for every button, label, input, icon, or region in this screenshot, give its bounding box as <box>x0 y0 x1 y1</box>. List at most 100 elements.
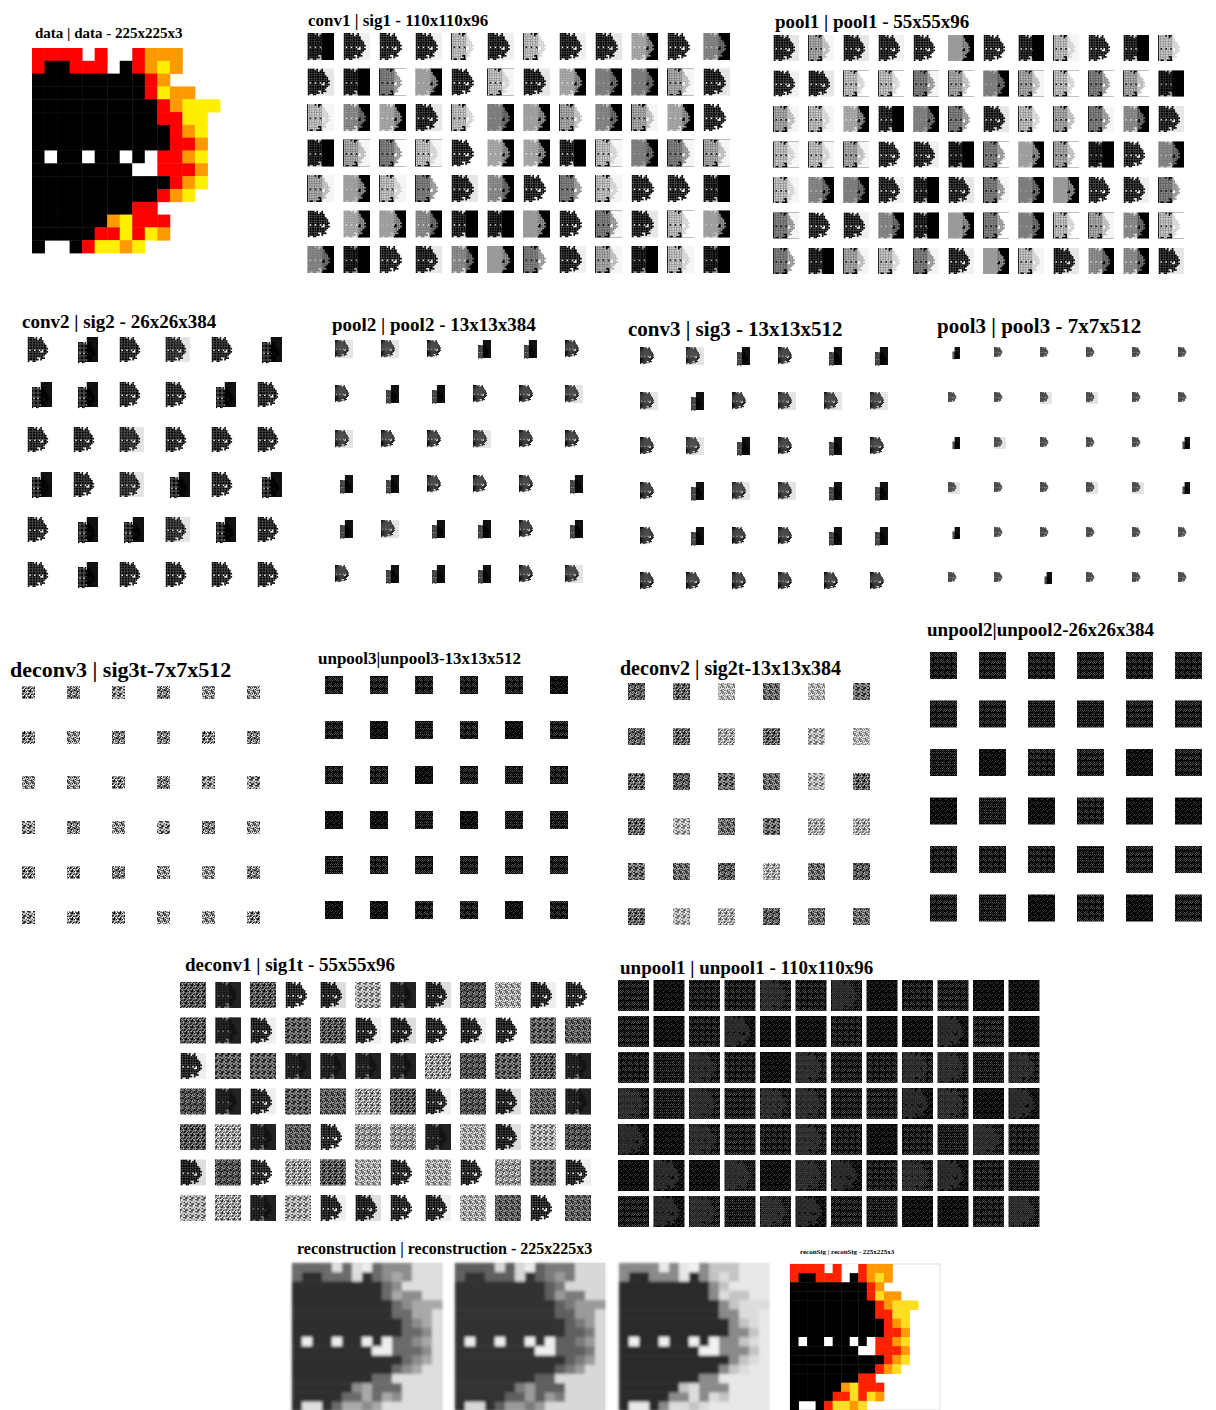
feature-map <box>948 35 974 61</box>
silhouette <box>560 246 582 273</box>
feature-map <box>1158 106 1184 132</box>
silhouette <box>1019 213 1040 239</box>
feature-map <box>495 1018 521 1044</box>
silhouette <box>427 340 441 357</box>
feature-map <box>530 982 556 1008</box>
pixel <box>412 1309 422 1319</box>
feature-map <box>1018 142 1044 168</box>
pixel <box>312 1282 322 1292</box>
feature-map <box>427 430 441 447</box>
pixel <box>82 163 95 176</box>
feature-map <box>355 1018 381 1044</box>
silhouette <box>258 427 278 452</box>
feature-map <box>119 427 144 452</box>
silhouette <box>524 246 546 273</box>
pixel <box>302 1291 312 1301</box>
pixel <box>95 202 108 215</box>
feature-map <box>948 482 960 494</box>
pixel <box>132 112 145 125</box>
pixel <box>82 112 95 125</box>
image <box>292 1263 442 1410</box>
feature-map <box>763 908 780 925</box>
feature-map <box>460 1018 486 1044</box>
feature-map <box>667 33 694 60</box>
silhouette <box>524 104 546 131</box>
silhouette <box>938 1016 963 1047</box>
feature-map <box>673 818 690 835</box>
silhouette <box>560 175 582 202</box>
feature-map <box>595 175 622 202</box>
pixel <box>145 112 158 125</box>
feature-map <box>460 1160 486 1186</box>
pixel <box>107 215 120 228</box>
feature-map <box>386 565 399 584</box>
silhouette <box>914 142 935 168</box>
pixel <box>312 1393 322 1403</box>
feature-map <box>415 33 442 60</box>
silhouette <box>596 246 618 273</box>
pixel <box>57 125 70 138</box>
pixel <box>362 1356 372 1366</box>
feature-map <box>425 1018 451 1044</box>
feature-map <box>67 776 80 789</box>
silhouette <box>531 982 552 1008</box>
pixel <box>95 215 108 228</box>
pixel <box>95 99 108 112</box>
pixel <box>120 176 133 189</box>
pixel <box>372 1263 382 1273</box>
feature-map <box>640 572 654 589</box>
feature-map <box>1018 106 1044 132</box>
pixel <box>382 1291 392 1301</box>
silhouette <box>1086 347 1094 357</box>
silhouette <box>829 487 840 501</box>
silhouette <box>566 1089 587 1115</box>
feature-map <box>796 1124 827 1155</box>
pixel <box>132 240 145 253</box>
feature-map <box>78 562 98 588</box>
feature-map <box>686 572 700 589</box>
feature-map <box>1182 437 1190 450</box>
feature-map <box>824 392 842 410</box>
feature-map <box>285 1195 311 1221</box>
feature-map <box>1123 248 1149 274</box>
feature-map <box>519 385 533 402</box>
pixel <box>322 1328 332 1338</box>
silhouette <box>1040 392 1048 402</box>
feature-map <box>1178 392 1186 402</box>
silhouette <box>704 33 726 60</box>
feature-map <box>773 142 799 168</box>
feature-map <box>948 177 974 203</box>
feature-map <box>415 211 442 238</box>
silhouette <box>596 104 618 131</box>
feature-map <box>867 1016 898 1047</box>
pixel <box>70 125 83 138</box>
silhouette <box>875 532 886 546</box>
silhouette <box>809 106 830 132</box>
silhouette <box>381 430 395 447</box>
pixel <box>82 74 95 87</box>
feature-map <box>667 104 694 131</box>
feature-map <box>451 33 478 60</box>
silhouette <box>478 525 489 539</box>
feature-map <box>853 728 870 745</box>
pixel <box>402 1393 412 1403</box>
feature-map <box>628 728 645 745</box>
feature-map <box>495 1124 521 1150</box>
silhouette <box>668 175 690 202</box>
silhouette <box>1054 248 1075 274</box>
silhouette <box>28 337 48 362</box>
feature-map <box>691 527 704 546</box>
silhouette <box>844 177 865 203</box>
feature-map <box>763 863 780 880</box>
feature-map <box>530 1124 556 1150</box>
feature-map <box>853 683 870 700</box>
pixel <box>402 1402 412 1410</box>
feature-map <box>530 1160 556 1186</box>
feature-map <box>703 33 730 60</box>
feature-map <box>451 211 478 238</box>
feature-map <box>796 1016 827 1047</box>
feature-map <box>523 211 550 238</box>
feature-map <box>689 1052 720 1083</box>
feature-map <box>495 1018 521 1044</box>
silhouette <box>1040 482 1048 492</box>
